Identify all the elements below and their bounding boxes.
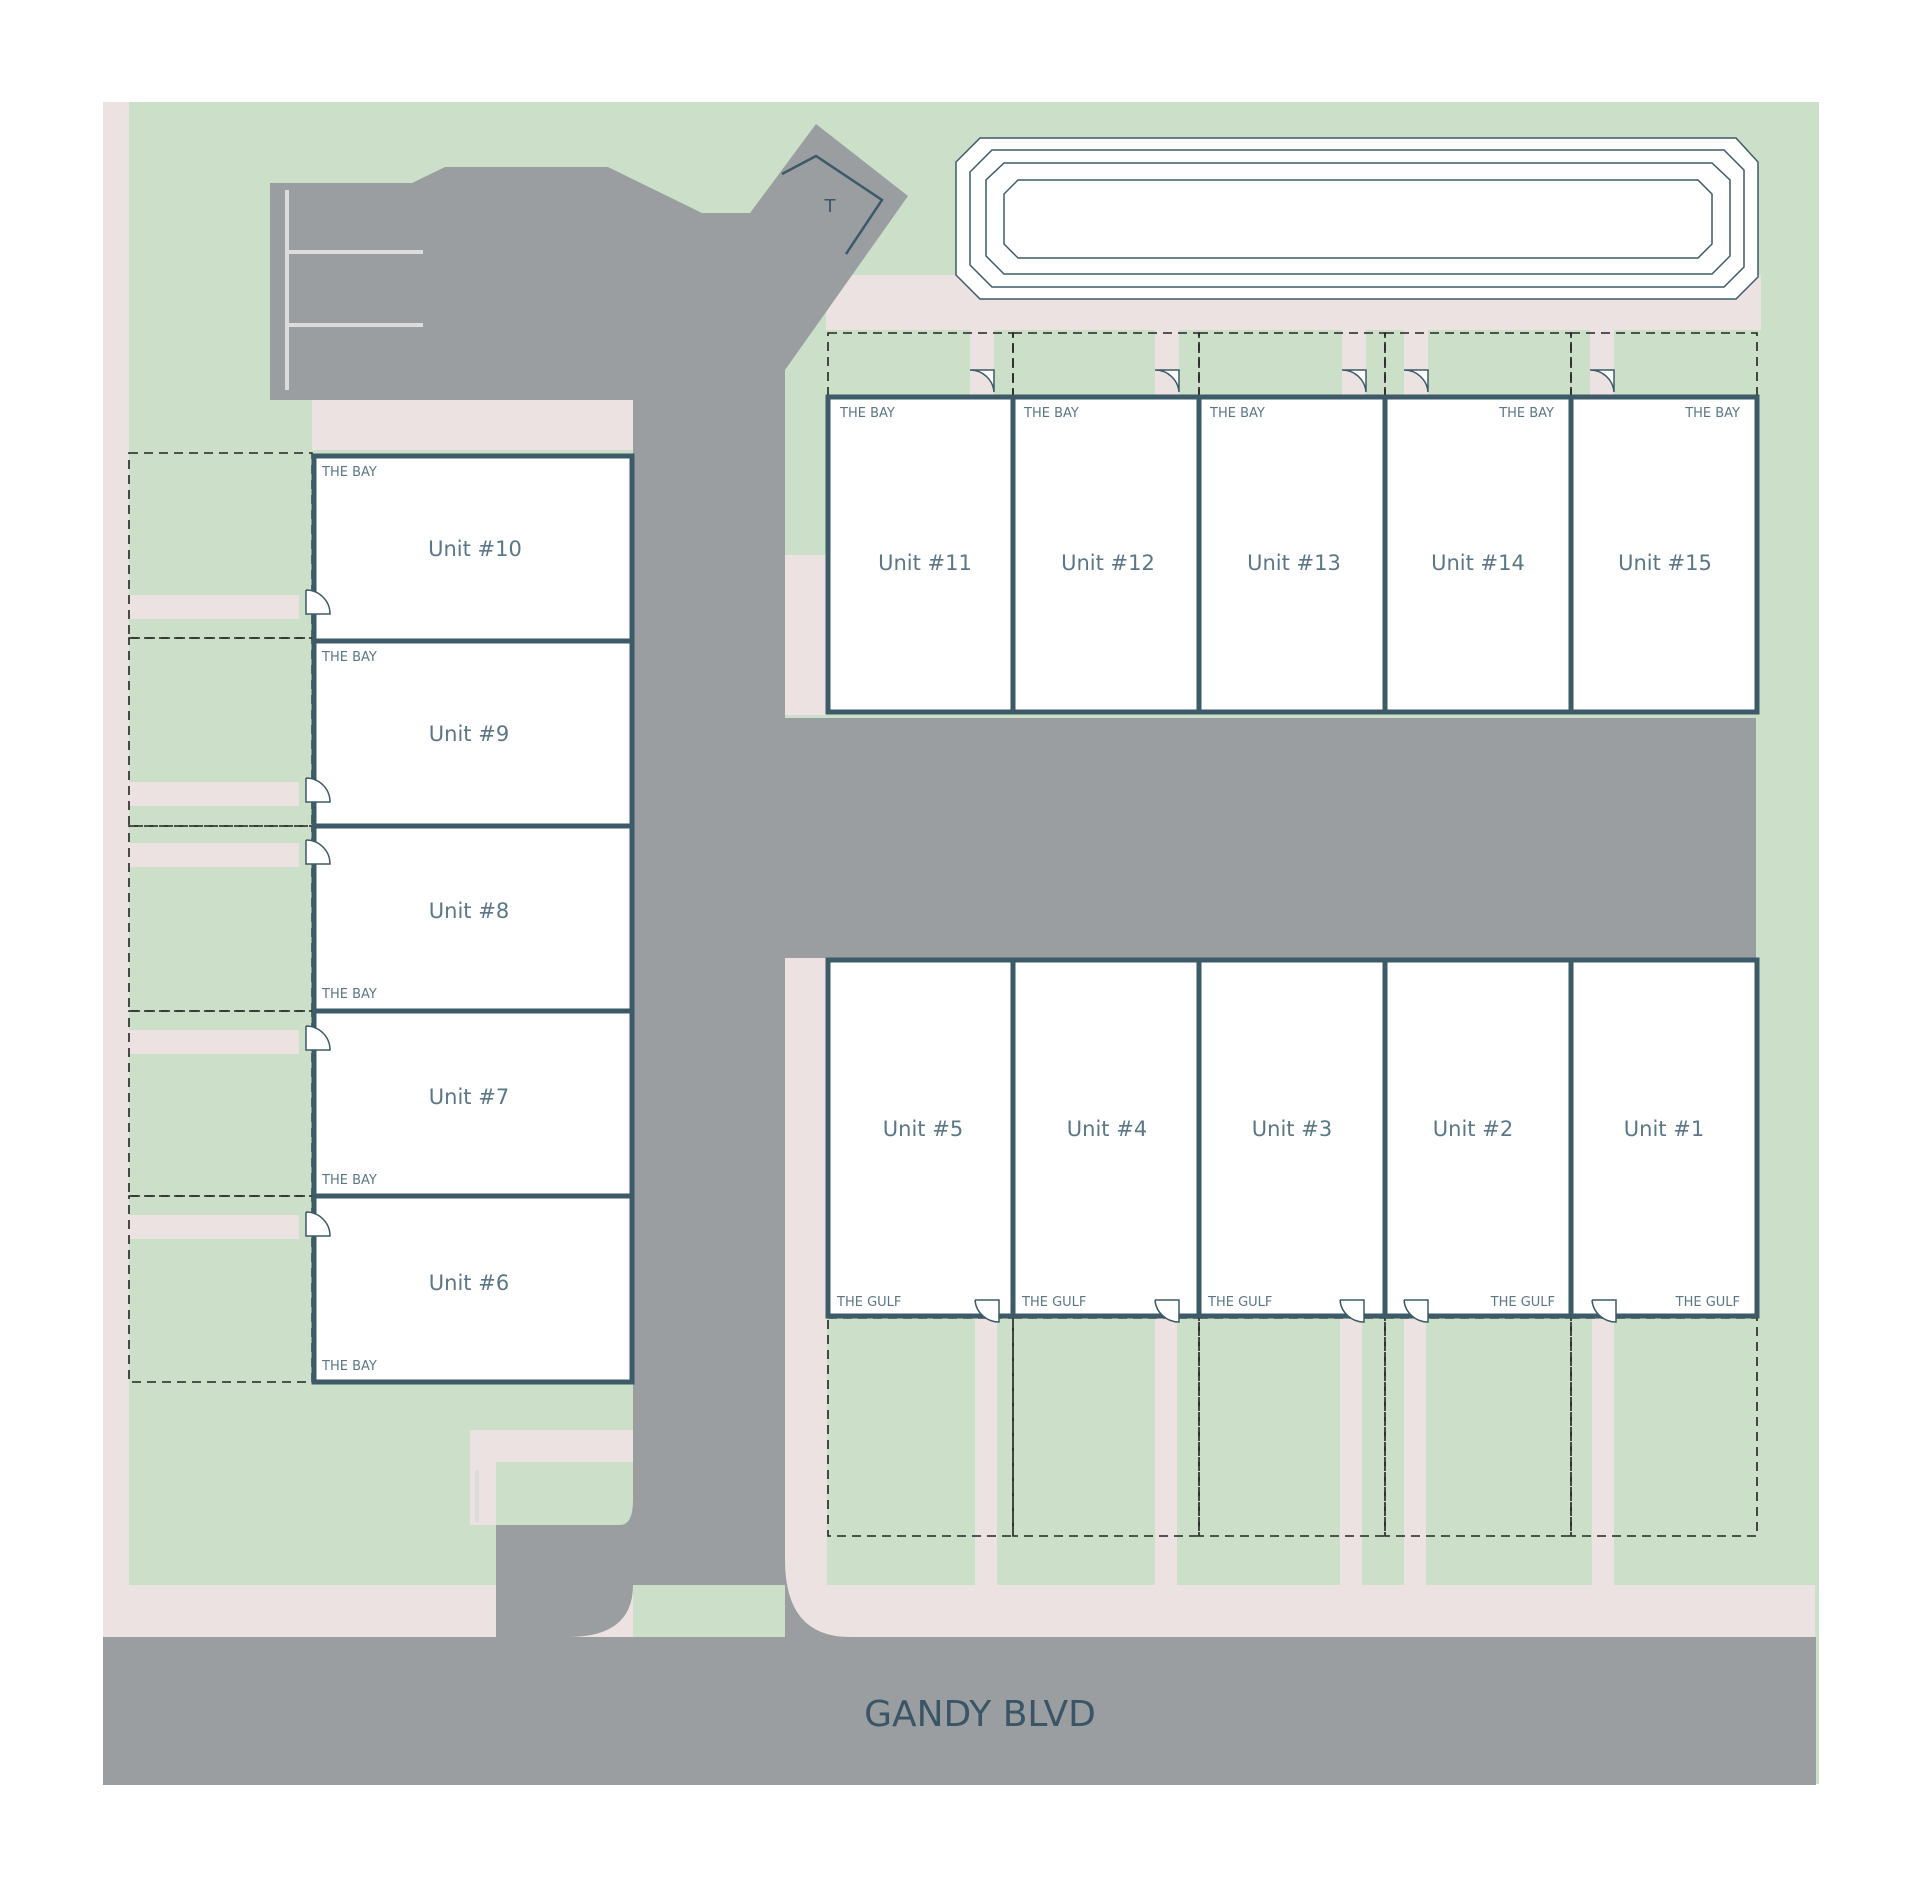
door-swing-icon	[1403, 369, 1429, 393]
unit-7-orientation-label: THE BAY	[321, 1173, 377, 1188]
road	[103, 1637, 1816, 1785]
unit-9-orientation-label: THE BAY	[321, 650, 377, 665]
unit-4-label: Unit #4	[1067, 1117, 1147, 1141]
unit-12-footprint[interactable]	[1010, 394, 1202, 715]
unit-6[interactable]: Unit #6 THE BAY	[311, 1193, 635, 1385]
unit-3[interactable]: Unit #3 THE GULF	[1196, 957, 1388, 1319]
unit-15-footprint[interactable]	[1568, 394, 1760, 715]
unit-8-orientation-label: THE BAY	[321, 987, 377, 1002]
door-swing-icon	[1589, 369, 1615, 393]
dumpster-enclosure: T	[781, 154, 884, 255]
unit-15[interactable]: Unit #15 THE BAY	[1568, 394, 1760, 715]
walkways	[103, 102, 1815, 1784]
unit-3-footprint[interactable]	[1196, 957, 1388, 1319]
unit-2[interactable]: Unit #2 THE GULF	[1382, 957, 1574, 1319]
unit-5-footprint[interactable]	[825, 957, 1016, 1319]
unit-10-orientation-label: THE BAY	[321, 465, 377, 480]
unit-9[interactable]: Unit #9 THE BAY	[311, 638, 635, 829]
road-label: GANDY BLVD	[864, 1694, 1096, 1735]
unit-11-label: Unit #11	[878, 551, 972, 575]
unit-10-label: Unit #10	[428, 537, 522, 561]
units-layer: Unit #1 THE GULF Unit #2 THE GULF Unit #3 THE…	[311, 394, 1760, 1385]
unit-5-label: Unit #5	[883, 1117, 963, 1141]
unit-5-orientation-label: THE GULF	[836, 1295, 901, 1310]
paved-drives	[270, 124, 1756, 1637]
door-swing-icon	[305, 839, 331, 865]
unit-15-orientation-label: THE BAY	[1684, 406, 1740, 421]
unit-8[interactable]: Unit #8 THE BAY	[311, 823, 635, 1014]
unit-15-label: Unit #15	[1618, 551, 1712, 575]
unit-8-footprint[interactable]	[311, 823, 635, 1014]
unit-3-orientation-label: THE GULF	[1207, 1295, 1272, 1310]
unit-9-label: Unit #9	[429, 722, 509, 746]
unit-13-orientation-label: THE BAY	[1209, 406, 1265, 421]
dumpster-label: T	[824, 196, 837, 217]
unit-4-orientation-label: THE GULF	[1021, 1295, 1086, 1310]
unit-13-footprint[interactable]	[1196, 394, 1388, 715]
unit-11-orientation-label: THE BAY	[839, 406, 895, 421]
unit-7-label: Unit #7	[429, 1085, 509, 1109]
unit-11[interactable]: Unit #11 THE BAY	[825, 394, 1016, 715]
unit-3-label: Unit #3	[1252, 1117, 1332, 1141]
unit-12-orientation-label: THE BAY	[1023, 406, 1079, 421]
unit-6-footprint[interactable]	[311, 1193, 635, 1385]
unit-2-label: Unit #2	[1433, 1117, 1513, 1141]
door-swing-icon	[305, 1211, 331, 1237]
unit-14-footprint[interactable]	[1382, 394, 1574, 715]
door-swing-icon	[969, 369, 995, 393]
unit-1-footprint[interactable]	[1568, 957, 1760, 1319]
unit-12[interactable]: Unit #12 THE BAY	[1010, 394, 1202, 715]
door-swing-icon	[1339, 1299, 1365, 1323]
unit-7[interactable]: Unit #7 THE BAY	[311, 1008, 635, 1199]
unit-14-label: Unit #14	[1431, 551, 1525, 575]
unit-11-footprint[interactable]	[825, 394, 1016, 715]
unit-12-label: Unit #12	[1061, 551, 1155, 575]
unit-4-footprint[interactable]	[1010, 957, 1202, 1319]
door-swing-icon	[305, 777, 331, 803]
door-swing-icon	[1154, 369, 1180, 393]
unit-10-footprint[interactable]	[311, 453, 635, 644]
unit-14-orientation-label: THE BAY	[1498, 406, 1554, 421]
unit-14[interactable]: Unit #14 THE BAY	[1382, 394, 1574, 715]
unit-8-label: Unit #8	[429, 899, 509, 923]
unit-2-orientation-label: THE GULF	[1490, 1295, 1555, 1310]
door-swing-icon	[1403, 1299, 1429, 1323]
unit-9-footprint[interactable]	[311, 638, 635, 829]
unit-13-label: Unit #13	[1247, 551, 1341, 575]
unit-1-orientation-label: THE GULF	[1675, 1295, 1740, 1310]
unit-6-orientation-label: THE BAY	[321, 1359, 377, 1374]
unit-1-label: Unit #1	[1624, 1117, 1704, 1141]
unit-6-label: Unit #6	[429, 1271, 509, 1295]
doors-layer	[305, 369, 1617, 1323]
door-swing-icon	[1591, 1299, 1617, 1323]
unit-5[interactable]: Unit #5 THE GULF	[825, 957, 1016, 1319]
unit-13[interactable]: Unit #13 THE BAY	[1196, 394, 1388, 715]
door-swing-icon	[1154, 1299, 1180, 1323]
door-swing-icon	[974, 1299, 1000, 1323]
door-swing-icon	[305, 589, 331, 615]
retention-pond	[955, 137, 1759, 300]
door-swing-icon	[305, 1025, 331, 1051]
unit-10[interactable]: Unit #10 THE BAY	[311, 453, 635, 644]
door-swing-icon	[1341, 369, 1367, 393]
parking-stripes	[285, 190, 479, 1522]
unit-4[interactable]: Unit #4 THE GULF	[1010, 957, 1202, 1319]
unit-1[interactable]: Unit #1 THE GULF	[1568, 957, 1760, 1319]
